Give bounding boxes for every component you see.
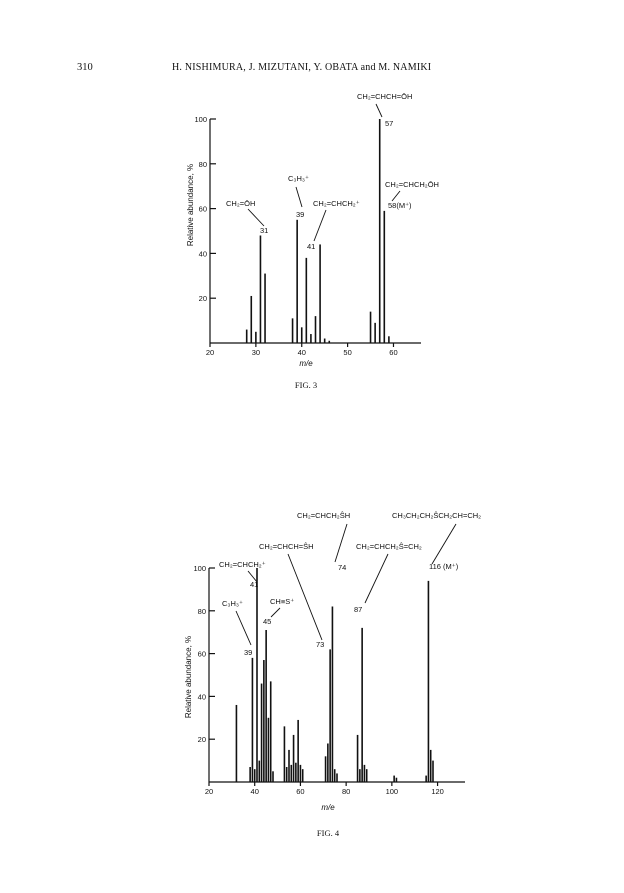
fig3-xtick-label-30: 30: [252, 348, 260, 357]
fig3-ytick-label-60: 60: [199, 205, 207, 214]
fig4-annot-39-formula: C₃H₃⁺: [222, 599, 243, 608]
fig4-xtick-label-20: 20: [205, 787, 213, 796]
fig4-annot-116-formula: CH₃CH₂CH₂ŜCH₂CH=CH₂: [392, 511, 481, 520]
fig4-xtick-label-40: 40: [251, 787, 259, 796]
fig3-annot-58-formula: CH₂=CHCH₂ŌH: [385, 180, 439, 189]
fig4-pointer-39: [235, 610, 252, 646]
fig3-annot-39-formula: C₃H₃⁺: [288, 174, 309, 183]
figure-3-mass-spectrum: 20 40 60 80 100 20 30 40 50 60 Relative abundance…: [186, 92, 439, 390]
fig4-annot-87-formula: CH₂=CHCH₂Ŝ=CH₂: [356, 542, 422, 551]
fig4-annot-74-formula: CH₂=CHCH₂ŜH: [297, 511, 350, 520]
fig4-annot-39-peak: 39: [244, 648, 252, 657]
fig3-pointer-31: [247, 208, 265, 227]
fig4-pointer-74: [334, 523, 348, 563]
figure-3-plot-area: 20 40 60 80 100 20 30 40 50 60: [194, 115, 421, 357]
fig4-pointer-87: [364, 553, 389, 604]
fig4-ytick-label-100: 100: [193, 564, 206, 573]
fig4-pointer-116: [431, 523, 457, 565]
figure-4-mass-spectrum: 20 40 60 80 100 20 40 60 80 100 120 Relative abund…: [184, 511, 481, 838]
fig4-xtick-label-80: 80: [342, 787, 350, 796]
fig3-caption: FIG. 3: [295, 380, 317, 390]
fig3-annot-57-peak: 57: [385, 119, 393, 128]
fig4-ytick-label-80: 80: [198, 607, 206, 616]
fig3-annot-39-peak: 39: [296, 210, 304, 219]
fig4-pointer-41: [247, 570, 258, 583]
fig4-ytick-label-60: 60: [198, 650, 206, 659]
fig3-annot-41-peak: 41: [307, 242, 315, 251]
running-head: H. NISHIMURA, J. MIZUTANI, Y. OBATA and …: [172, 62, 432, 73]
fig3-pointer-57: [375, 103, 383, 118]
figure-4-plot-area: 20 40 60 80 100 20 40 60 80 100 120: [193, 564, 465, 796]
fig3-annot-31-formula: CH₂=ŌH: [226, 199, 255, 208]
page-number: 310: [77, 62, 93, 73]
fig3-ytick-label-100: 100: [194, 115, 207, 124]
fig4-xtick-label-100: 100: [386, 787, 399, 796]
fig3-ylabel: Relative abundance, %: [186, 164, 195, 246]
fig4-pointer-45: [270, 607, 281, 618]
fig4-xtick-label-120: 120: [431, 787, 444, 796]
fig3-xtick-label-40: 40: [298, 348, 306, 357]
fig4-xlabel: m/e: [321, 803, 335, 812]
fig3-pointer-39: [295, 186, 303, 208]
fig3-ytick-label-80: 80: [199, 160, 207, 169]
fig4-annot-45-formula: CH≡S⁺: [270, 597, 294, 606]
fig4-pointer-73: [287, 553, 323, 641]
fig4-annot-41-peak: 41: [250, 580, 258, 589]
fig4-ytick-label-40: 40: [198, 692, 206, 701]
fig3-ytick-label-20: 20: [199, 294, 207, 303]
fig3-xtick-label-60: 60: [389, 348, 397, 357]
fig4-annot-73-peak: 73: [316, 640, 324, 649]
fig4-annot-41-formula: CH₂=CHCH₂⁺: [219, 560, 266, 569]
fig3-ytick-label-40: 40: [199, 249, 207, 258]
fig4-caption: FIG. 4: [317, 828, 340, 838]
fig3-annot-41-formula: CH₂=CHCH₂⁺: [313, 199, 360, 208]
fig3-pointer-58: [391, 190, 401, 202]
fig4-annot-74-peak: 74: [338, 563, 346, 572]
fig4-annot-45-peak: 45: [263, 617, 271, 626]
fig3-xlabel: m/e: [299, 359, 313, 368]
fig3-xtick-label-20: 20: [206, 348, 214, 357]
fig3-annot-58-peak: 58(M⁺): [388, 201, 412, 210]
fig4-xtick-label-60: 60: [296, 787, 304, 796]
fig4-annot-116-peak: 116 (M⁺): [429, 562, 459, 571]
fig3-xtick-label-50: 50: [343, 348, 351, 357]
fig3-pointer-41: [313, 209, 327, 242]
fig4-ytick-label-20: 20: [198, 735, 206, 744]
fig3-annot-31-peak: 31: [260, 226, 268, 235]
fig4-annot-73-formula: CH₂=CHCH=ŜH: [259, 542, 314, 551]
fig4-ylabel: Relative abundance, %: [184, 636, 193, 718]
fig4-annot-87-peak: 87: [354, 605, 362, 614]
fig3-annot-57-formula: CH₂=CHCH=ŌH: [357, 92, 412, 101]
